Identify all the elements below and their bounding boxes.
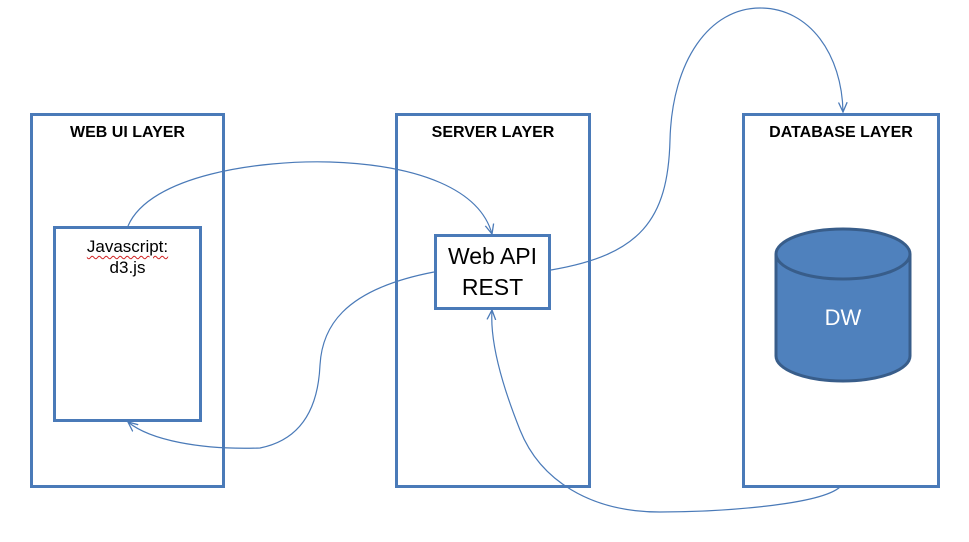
javascript-box: Javascript: d3.js <box>53 226 202 422</box>
connector-db-to-api <box>492 310 841 513</box>
web-ui-layer: WEB UI LAYER <box>30 113 225 488</box>
database-cylinder: DW <box>774 227 912 383</box>
d3js-label: d3.js <box>109 258 146 277</box>
web-api-box: Web API REST <box>434 234 551 310</box>
dw-label: DW <box>825 305 862 330</box>
web-ui-layer-title: WEB UI LAYER <box>70 124 185 141</box>
database-layer: DATABASE LAYER <box>742 113 940 488</box>
server-layer-title: SERVER LAYER <box>431 124 555 141</box>
connector-api-to-js <box>128 271 435 449</box>
web-api-label: Web API <box>447 243 538 269</box>
connector-js-to-api <box>127 161 492 234</box>
database-layer-title: DATABASE LAYER <box>769 124 913 141</box>
javascript-label: Javascript: <box>86 237 169 256</box>
server-layer: SERVER LAYER <box>395 113 591 488</box>
rest-label: REST <box>461 274 524 300</box>
connector-api-to-db <box>550 7 843 271</box>
